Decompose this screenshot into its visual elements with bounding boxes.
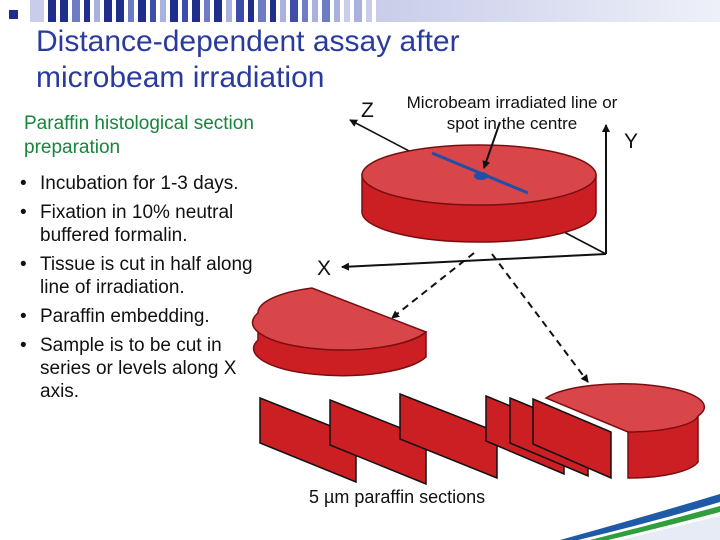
section-slab (399, 392, 498, 480)
bullet-list: • Incubation for 1-3 days. • Fixation in 1… (16, 172, 266, 409)
bullet-text: Fixation in 10% neutral buffered formali… (40, 202, 234, 246)
bullet-item: • Tissue is cut in half along line of irr… (16, 253, 266, 299)
axis-x-line (341, 253, 607, 271)
bullet-text: Sample is to be cut in series or levels … (40, 335, 237, 402)
top-decorative-bar (0, 0, 720, 22)
bullet-dot-icon: • (20, 306, 27, 327)
swoosh-logo-icon (560, 494, 720, 540)
bullet-dot-icon: • (20, 173, 27, 194)
bullet-text: Tissue is cut in half along line of irra… (40, 254, 253, 298)
bullet-item: • Incubation for 1-3 days. (16, 172, 266, 195)
label-pointer-arrow (482, 121, 501, 169)
remaining-half-cylinder (544, 383, 706, 479)
section-subtitle: Paraffin histological section preparatio… (24, 113, 254, 158)
dashed-arrow-right (491, 253, 589, 383)
bullet-text: Paraffin embedding. (40, 306, 210, 327)
bullet-dot-icon: • (20, 335, 27, 356)
dashed-arrow-left (391, 252, 475, 319)
section-slab (259, 396, 357, 484)
section-slab (532, 397, 612, 480)
axis-z-label: Z (361, 99, 374, 122)
half-cylinder-top (251, 287, 428, 351)
section-slab (329, 398, 427, 486)
bullet-item: • Fixation in 10% neutral buffered formal… (16, 201, 266, 247)
bullet-item: • Sample is to be cut in series or levels… (16, 334, 266, 403)
paraffin-sections (259, 392, 612, 486)
bullet-dot-icon: • (20, 202, 27, 223)
corner-square-icon (9, 10, 18, 19)
slide-title: Distance-dependent assay after microbeam… (36, 25, 460, 94)
sections-label: 5 µm paraffin sections (309, 487, 486, 507)
remaining-half-top (544, 383, 706, 433)
dashed-arrows (391, 252, 589, 383)
bullet-item: • Paraffin embedding. (16, 305, 266, 328)
tissue-cylinder (361, 144, 597, 243)
microbeam-label: Microbeam irradiated line or spot in the… (406, 93, 618, 133)
half-cylinder (251, 287, 428, 377)
bullet-text: Incubation for 1-3 days. (40, 173, 239, 194)
microbeam-spot (474, 172, 488, 180)
axis-y-label: Y (624, 130, 639, 153)
axis-x-label: X (317, 257, 332, 280)
bullet-dot-icon: • (20, 254, 27, 275)
